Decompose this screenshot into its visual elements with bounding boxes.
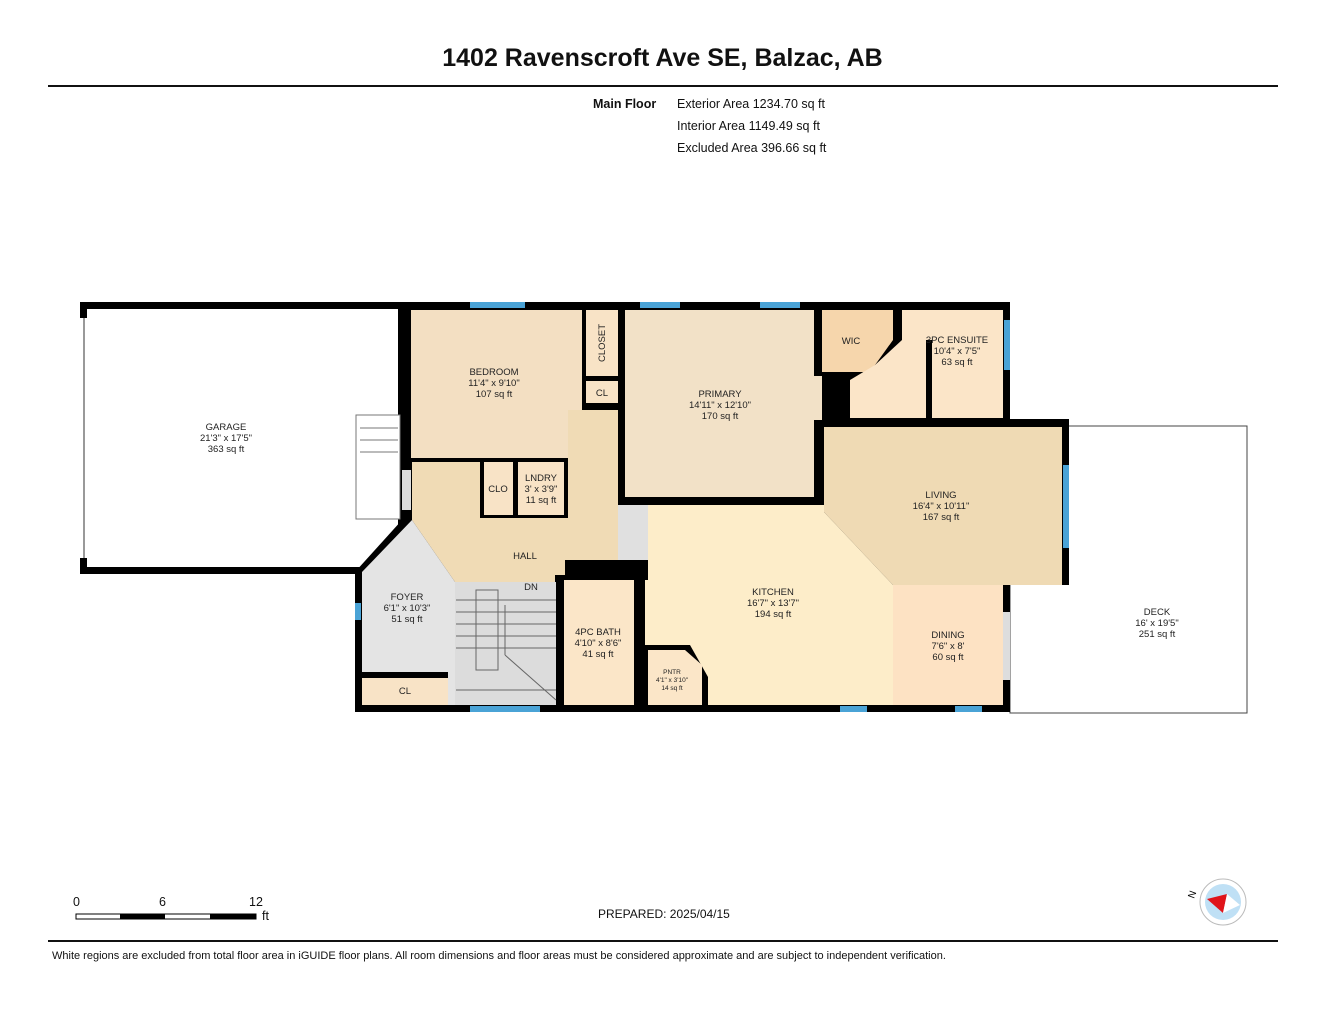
primary-dims: 14'11" x 12'10" — [689, 400, 751, 411]
stair-treads — [456, 589, 557, 701]
deck-name: DECK — [1144, 607, 1171, 618]
page-title: 1402 Ravenscroft Ave SE, Balzac, AB — [442, 44, 883, 72]
clo — [484, 462, 513, 515]
ensuite-partition — [926, 340, 932, 418]
header-divider — [48, 85, 1278, 87]
foyer-name: FOYER — [391, 592, 424, 603]
scale-tick-0: 0 — [73, 895, 80, 909]
pantry — [648, 650, 702, 705]
stairs-label: DN — [524, 582, 538, 593]
primary-name: PRIMARY — [698, 389, 742, 400]
living-name: LIVING — [925, 490, 956, 501]
deck-dims: 16' x 19'5" — [1135, 618, 1178, 629]
bedroom-area: 107 sq ft — [476, 389, 513, 400]
wic — [822, 310, 893, 372]
ensuite-name: 3PC ENSUITE — [926, 335, 988, 346]
compass-north-label: N — [1186, 889, 1199, 900]
laundry-area: 11 sq ft — [526, 495, 557, 506]
ensuite-area: 63 sq ft — [941, 357, 973, 368]
bedroom-name: BEDROOM — [469, 367, 518, 378]
scale-unit: ft — [262, 909, 269, 923]
clo-name: CLO — [488, 484, 508, 495]
disclaimer: White regions are excluded from total fl… — [52, 950, 946, 962]
kitchen-area: 194 sq ft — [755, 609, 792, 620]
pantry-area: 14 sq ft — [661, 685, 683, 692]
living — [824, 427, 1062, 585]
bath-area: 41 sq ft — [582, 649, 614, 660]
laundry — [518, 462, 564, 515]
floor-label: Main Floor — [593, 97, 657, 111]
bath — [564, 580, 634, 705]
garage-dims: 21'3" x 17'5" — [200, 433, 252, 444]
hall-name: HALL — [513, 551, 537, 562]
garage-steps — [355, 414, 401, 520]
foyer-area: 51 sq ft — [391, 614, 423, 625]
pantry-dims: 4'1" x 3'10" — [656, 677, 689, 684]
cl-primary-name: CL — [596, 388, 608, 399]
primary-ext — [812, 376, 822, 420]
footer-divider — [48, 940, 1278, 942]
bedroom-dims: 11'4" x 9'10" — [468, 378, 519, 389]
scale-tick-12: 12 — [249, 895, 263, 909]
primary-area: 170 sq ft — [702, 411, 739, 422]
kitchen — [645, 505, 893, 705]
living-dims: 16'4" x 10'11" — [913, 501, 970, 512]
kitchen-name: KITCHEN — [752, 587, 794, 598]
bath-name: 4PC BATH — [575, 627, 621, 638]
hall-opening — [618, 505, 648, 560]
garage — [87, 309, 398, 567]
windows — [355, 302, 1069, 712]
room-labels: GARAGE 21'3" x 17'5" 363 sq ft BEDROOM 1… — [200, 324, 1179, 697]
prepared-date: PREPARED: 2025/04/15 — [598, 907, 730, 921]
primary — [625, 310, 814, 497]
garage-area: 363 sq ft — [208, 444, 245, 455]
closet-name: CLOSET — [597, 324, 608, 362]
scale-bar — [75, 913, 257, 920]
closet — [586, 310, 618, 376]
excluded-area: Excluded Area 396.66 sq ft — [677, 141, 827, 155]
foyer-dims: 6'1" x 10'3" — [384, 603, 431, 614]
kitchen-dims: 16'7" x 13'7" — [747, 598, 799, 609]
dining-area: 60 sq ft — [932, 652, 964, 663]
garage-name: GARAGE — [206, 422, 247, 433]
dining-name: DINING — [931, 630, 964, 641]
exterior-area: Exterior Area 1234.70 sq ft — [677, 97, 826, 111]
cl-foyer-name: CL — [399, 686, 411, 697]
laundry-name: LNDRY — [525, 473, 558, 484]
doors — [402, 470, 1010, 680]
laundry-dims: 3' x 3'9" — [525, 484, 558, 495]
hall — [412, 410, 618, 590]
deck-area: 251 sq ft — [1139, 629, 1176, 640]
scale-tick-6: 6 — [159, 895, 166, 909]
foyer — [362, 520, 455, 705]
bedroom — [411, 310, 582, 458]
ensuite-ext — [850, 340, 902, 418]
ensuite-dims: 10'4" x 7'5" — [934, 346, 981, 357]
bath-dims: 4'10" x 8'6" — [575, 638, 622, 649]
living-area: 167 sq ft — [923, 512, 960, 523]
interior-area: Interior Area 1149.49 sq ft — [677, 119, 820, 133]
closet-primary — [586, 381, 618, 403]
dining — [893, 585, 1003, 705]
cl-foyer — [362, 678, 448, 705]
ensuite — [902, 310, 1003, 418]
dining-dims: 7'6" x 8' — [932, 641, 965, 652]
wic-name: WIC — [842, 336, 861, 347]
pantry-name: PNTR — [663, 669, 681, 676]
compass-icon: N — [1186, 878, 1247, 926]
